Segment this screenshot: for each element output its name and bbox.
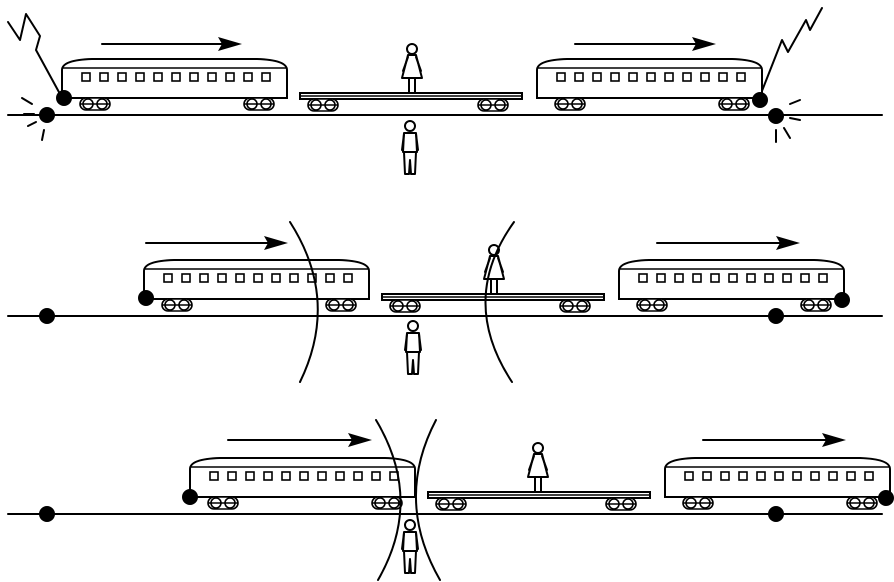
light-source-dot-icon bbox=[752, 92, 768, 108]
light-source-dot-icon bbox=[878, 490, 894, 506]
direction-arrow-icon bbox=[227, 433, 372, 447]
light-source-dot-icon bbox=[834, 292, 850, 308]
light-source-dot-icon bbox=[56, 90, 72, 106]
direction-arrow-icon bbox=[574, 37, 716, 51]
panel-1 bbox=[7, 7, 883, 175]
flash-rays bbox=[775, 99, 801, 143]
man-figure-icon bbox=[401, 120, 419, 175]
light-wavefront bbox=[415, 419, 441, 581]
lightning-bolt-icon bbox=[7, 13, 61, 95]
man-figure-icon bbox=[404, 320, 422, 375]
light-source-dot-icon bbox=[39, 107, 55, 123]
light-wavefront bbox=[289, 221, 319, 383]
light-source-dot-icon bbox=[182, 489, 198, 505]
direction-arrow-icon bbox=[145, 236, 288, 250]
direction-arrow-icon bbox=[702, 433, 846, 447]
light-source-dot-icon bbox=[138, 290, 154, 306]
light-source-dot-icon bbox=[768, 308, 784, 324]
light-source-dot-icon bbox=[39, 308, 55, 324]
panel-2 bbox=[7, 221, 883, 383]
panel-3 bbox=[7, 419, 894, 581]
light-source-dot-icon bbox=[768, 506, 784, 522]
lightning-bolt-icon bbox=[759, 7, 823, 97]
light-wavefront bbox=[484, 221, 515, 383]
light-wavefront bbox=[375, 419, 402, 581]
man-figure-icon bbox=[401, 519, 419, 574]
light-source-dot-icon bbox=[39, 506, 55, 522]
woman-figure-icon bbox=[401, 43, 423, 94]
flash-rays bbox=[21, 97, 45, 141]
light-source-dot-icon bbox=[768, 108, 784, 124]
direction-arrow-icon bbox=[101, 37, 242, 51]
direction-arrow-icon bbox=[656, 236, 800, 250]
woman-figure-icon bbox=[527, 442, 549, 493]
